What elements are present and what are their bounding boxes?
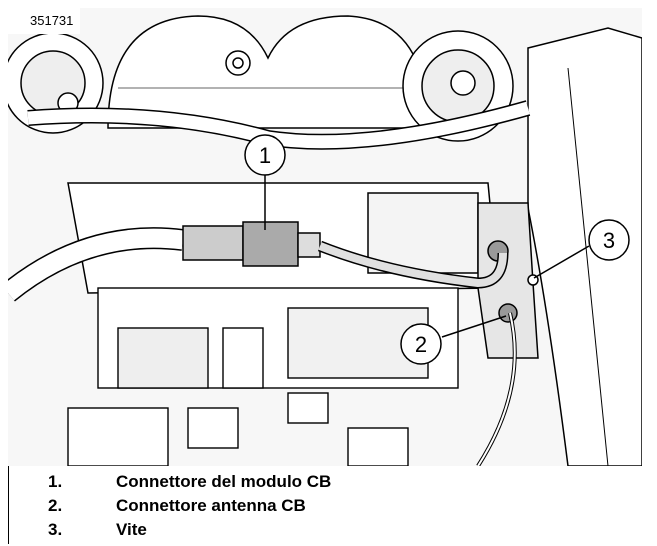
callout-3: 3 [588,219,630,261]
legend: 1. Connettore del modulo CB 2. Connettor… [48,470,331,542]
legend-number: 1. [48,472,63,491]
legend-item: 3. Vite [48,518,331,542]
legend-item: 2. Connettore antenna CB [48,494,331,518]
right-fairing [527,27,642,466]
figure-id-label: 351731 [30,13,73,28]
cb-module-connector [182,221,321,267]
legend-text: Connettore antenna CB [116,496,306,515]
legend-item: 1. Connettore del modulo CB [48,470,331,494]
legend-number: 3. [48,520,63,539]
legend-number: 2. [48,496,63,515]
callout-3-leader [533,245,590,279]
id-label-bg [8,8,80,34]
callout-2-leader [441,315,507,338]
fairing-edge [567,67,609,466]
callout-2-number: 2 [415,332,427,357]
callout-3-number: 3 [603,228,615,253]
legend-text: Vite [116,520,147,539]
technical-illustration: 351731 1 2 3 [8,8,642,466]
callout-1-number: 1 [259,143,271,168]
callout-1: 1 [244,134,286,176]
callout-2: 2 [400,323,442,365]
gauge-cluster [107,15,429,129]
legend-text: Connettore del modulo CB [116,472,332,491]
